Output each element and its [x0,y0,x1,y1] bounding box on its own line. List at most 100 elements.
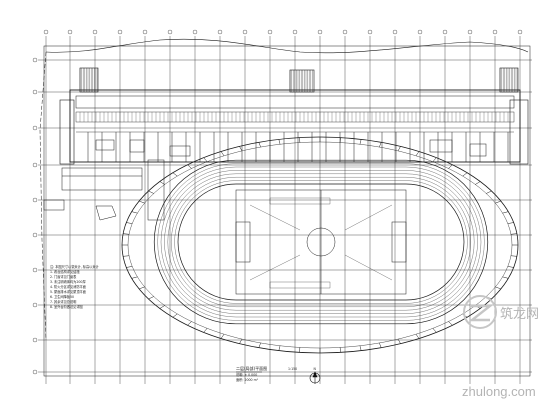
bowl-column [258,342,261,348]
axis-bubble [242,29,248,35]
bowl-column [299,347,301,353]
bowl-column [172,313,178,318]
axis-bubble [192,29,198,35]
seating-rows [79,112,509,122]
bowl-column [278,139,281,145]
watermark-logo-text: 筑龙网 [500,306,539,322]
bowl-column [339,347,341,353]
bowl-column [379,342,382,348]
axis-bubble [442,29,448,35]
axis-bubble [32,197,38,203]
bowl-column [397,146,401,152]
bowl-column [126,266,133,268]
note-line: 4. 防火分区详见消防平面 [50,284,86,289]
bowl-column [220,151,225,156]
bowl-column [203,157,208,162]
axis-bubble [32,89,38,95]
site-boundary [39,38,531,377]
bowl-column [203,328,208,333]
bowl-column [159,305,165,309]
axis-bubble [217,29,223,35]
watermark-brand: zhulong.com [462,384,536,399]
caption-note-1: 说明: ± 0.000 [236,372,257,377]
bowl-column [432,157,437,162]
bowl-column [187,321,192,326]
note-line: 2. 门窗详见门窗表 [50,274,77,279]
axis-bubble [32,162,38,168]
bowl-column [510,233,517,235]
room-box [129,139,145,153]
bowl-column [126,222,133,224]
axis-bubble [517,29,523,35]
axis-grid [32,29,532,384]
drawing-scale: 1:150 [288,367,297,371]
room-box [429,139,453,153]
bowl-column [172,172,178,177]
west-entry-plaza [43,159,165,221]
axis-bubble [392,29,398,35]
room-box [469,143,487,157]
note-line: 注: 本图尺寸以毫米计, 标高以米计 [50,264,100,269]
zhulong-logo-icon: 筑龙网 [463,295,539,329]
bowl-column [486,190,492,194]
note-line: 5. 屋面排水详见屋顶平面 [50,289,86,294]
axis-bubble [67,29,73,35]
bowl-column [148,296,154,300]
bowl-column [415,151,420,156]
bowl-column [123,233,130,235]
bowl-column [258,142,261,148]
axis-bubble [142,29,148,35]
track-lane [157,163,485,321]
axis-bubble [467,29,473,35]
axis-bubble [92,29,98,35]
axis-bubble [167,29,173,35]
axis-bubble [417,29,423,35]
bowl-column [359,345,362,351]
bowl-column [239,338,243,344]
track-lane [153,159,489,325]
axis-bubble [32,125,38,131]
axis-bubble [32,232,38,238]
note-line: 8. 室外台阶做法见详图 [50,304,83,309]
axis-bubble [342,29,348,35]
bowl-column-ticks [122,137,518,353]
bowl-column [139,200,145,204]
bowl-column [495,200,501,204]
axis-bubble [32,57,38,63]
note-line: 3. 未注明墙体均为200厚 [50,279,86,284]
drawing-caption: 二层(局部)平面图 [236,365,267,371]
bowl-column [502,276,509,279]
bowl-column [139,286,145,290]
bowl-column [239,146,243,152]
bowl-column [462,172,468,177]
caption-note-2: 面积: 2000 m² [236,377,259,382]
track-lane [174,180,468,304]
axis-bubble [32,267,38,273]
bowl-column [432,328,437,333]
note-line: 7. 其余详见总说明 [50,299,76,304]
axis-bubble [43,29,49,35]
bowl-column [148,190,154,194]
axis-bubble [367,29,373,35]
north-arrow-icon: N [309,367,321,384]
bowl-column [397,338,401,344]
room-partitions [87,132,509,162]
bowl-column [187,164,192,169]
bowl-column [475,181,481,185]
bowl-column [359,139,362,145]
axis-bubble [117,29,123,35]
bowl-column [299,137,301,143]
note-line: 1. 看台结构详见结施 [50,269,80,274]
bowl-column [123,255,130,257]
bowl-column [339,137,341,143]
bowl-column [502,211,509,214]
axis-bubble [267,29,273,35]
axis-bubble [317,29,323,35]
bowl-column [131,211,138,214]
axis-bubble [32,337,38,343]
football-field [235,189,407,295]
bowl-column [379,142,382,148]
bowl-column [507,266,514,268]
bowl-column [448,321,453,326]
